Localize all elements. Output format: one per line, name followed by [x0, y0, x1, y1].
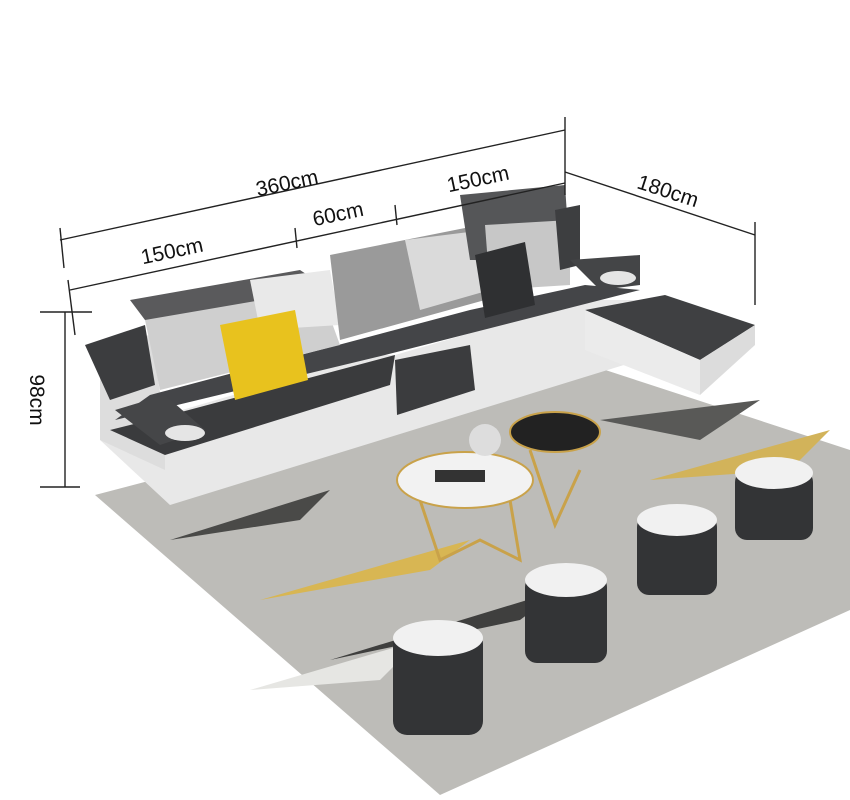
ottoman: [393, 620, 483, 735]
dimension-line-chaise: [564, 171, 756, 236]
chaise: [585, 295, 755, 360]
dimension-line-total: [59, 129, 566, 241]
ottoman: [637, 504, 717, 595]
left-section-label: 150cm: [139, 234, 205, 270]
height-label: 98cm: [25, 374, 48, 425]
sofa: [85, 185, 755, 505]
ottoman: [735, 457, 813, 540]
rug: [95, 365, 850, 795]
coffee-tables: [396, 411, 601, 563]
total-length-label: 360cm: [254, 166, 320, 202]
dark-pillow: [475, 242, 535, 318]
ottomans: [393, 457, 813, 735]
middle-section-label: 60cm: [311, 198, 366, 231]
ottoman: [525, 563, 607, 663]
dimension-lines: [40, 117, 756, 488]
yellow-pillow: [220, 310, 308, 400]
dimension-line-sections: [69, 182, 566, 291]
